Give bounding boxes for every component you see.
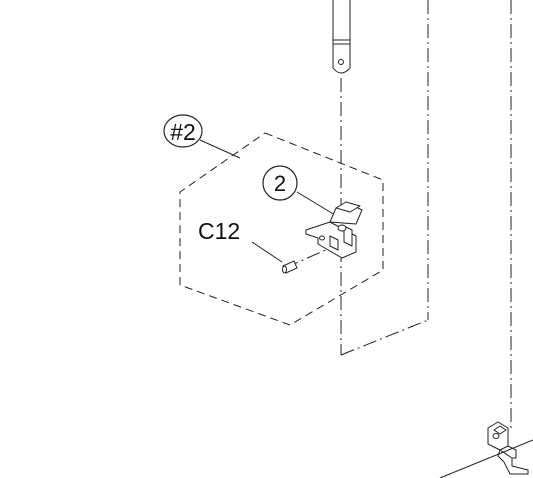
assembly-ref-leader (199, 139, 241, 159)
part-number-bubble: 2 (262, 165, 298, 201)
assembly-guide-lines (284, 0, 512, 430)
bracket-part (305, 201, 363, 259)
part-number-label: 2 (274, 171, 286, 196)
presser-foot-part (487, 421, 529, 475)
base-reference-line (439, 439, 533, 478)
part-number-leader (296, 191, 336, 216)
group-boundary (179, 132, 384, 326)
part-code-leader (251, 241, 283, 263)
part-code-label: C12 (198, 218, 240, 244)
assembly-ref-bubble: #2 (163, 114, 203, 148)
assembly-ref-label: #2 (170, 119, 196, 145)
shaft-rod (332, 0, 351, 74)
pin-part (282, 260, 298, 274)
